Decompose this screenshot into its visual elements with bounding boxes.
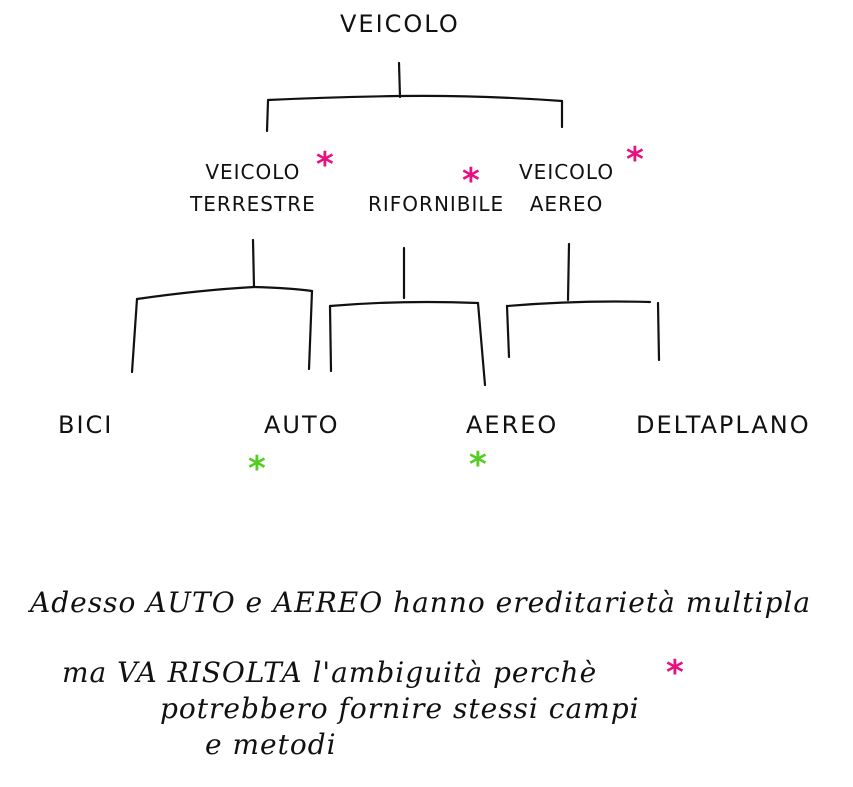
root-branch-left-line xyxy=(265,99,270,133)
aereo-stem-line xyxy=(566,242,571,302)
aereo-bar-line xyxy=(505,300,652,308)
root-stem-line xyxy=(397,61,402,99)
terrestre-branch-bici-line xyxy=(130,297,139,374)
leaf-deltaplano: DELTAPLANO xyxy=(636,411,811,439)
note-line-2: ma VA RISOLTA l'ambiguità perchè xyxy=(62,656,598,689)
node-rifornibile: RIFORNIBILE xyxy=(368,188,504,220)
rifornibile-branch-auto-line xyxy=(328,304,333,373)
aereo-branch-deltaplano-line xyxy=(656,301,661,362)
terrestre-bar-line xyxy=(135,285,314,301)
leaf-bici: BICI xyxy=(58,411,114,439)
node-veicolo-aereo: VEICOLO AEREO xyxy=(519,156,614,220)
star-note: * xyxy=(666,653,684,693)
star-veicolo-aereo: * xyxy=(626,140,644,180)
rifornibile-bar-line xyxy=(328,300,480,308)
note-line-1: Adesso AUTO e AEREO hanno ereditarietà m… xyxy=(30,586,812,619)
terrestre-stem-line xyxy=(251,238,256,289)
note-line-4: e metodi xyxy=(205,728,337,761)
root-node-label: VEICOLO xyxy=(340,10,460,38)
terrestre-branch-auto-line xyxy=(307,289,314,371)
star-auto: * xyxy=(248,449,266,489)
rifornibile-branch-aereo-line xyxy=(476,301,487,387)
node-veicolo-aereo-line2: AEREO xyxy=(529,192,604,216)
node-veicolo-terrestre-line2: TERRESTRE xyxy=(190,192,316,216)
aereo-branch-aereo-line xyxy=(505,304,511,359)
star-rifornibile: * xyxy=(462,161,480,201)
root-bar-line xyxy=(266,94,564,103)
node-rifornibile-label: RIFORNIBILE xyxy=(368,192,505,216)
node-veicolo-terrestre-line1: VEICOLO xyxy=(205,160,301,184)
note-line-3: potrebbero fornire stessi campi xyxy=(160,692,640,725)
node-veicolo-aereo-line1: VEICOLO xyxy=(519,160,615,184)
leaf-aereo: AEREO xyxy=(466,411,559,439)
star-aereo: * xyxy=(469,445,487,485)
leaf-auto: AUTO xyxy=(264,411,340,439)
star-veicolo-terrestre: * xyxy=(316,145,334,185)
node-veicolo-terrestre: VEICOLO TERRESTRE xyxy=(190,156,316,220)
